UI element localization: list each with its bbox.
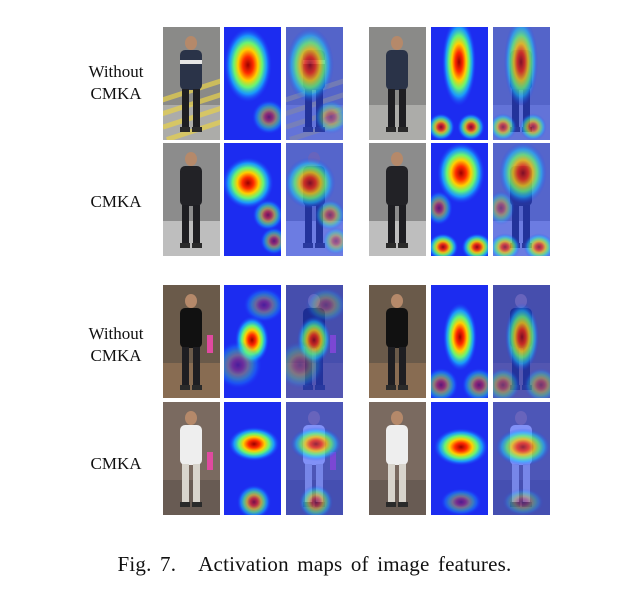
figure-caption: Fig. 7. Activation maps of image features… — [0, 552, 629, 577]
activation-overlay — [286, 285, 343, 398]
figure-number: Fig. 7. — [117, 552, 177, 576]
person-photo-image — [163, 402, 220, 515]
activation-heatmap — [224, 402, 281, 515]
heatmap-image — [431, 285, 488, 398]
heatmap-image — [286, 285, 343, 398]
row-label-without-cmka-bottom: Without CMKA — [72, 323, 160, 367]
person-photo — [369, 285, 426, 398]
activation-overlay — [493, 27, 550, 140]
activation-overlay — [286, 27, 343, 140]
heatmap-image — [493, 27, 550, 140]
activation-overlay — [493, 402, 550, 515]
row-label-cmka-top: CMKA — [90, 192, 142, 211]
heatmap-image — [493, 285, 550, 398]
person-photo-image — [163, 285, 220, 398]
activation-heatmap — [431, 402, 488, 515]
activation-overlay — [493, 143, 550, 256]
activation-heatmap — [431, 285, 488, 398]
heatmap-image — [286, 143, 343, 256]
person-photo — [369, 402, 426, 515]
person-photo — [163, 143, 220, 256]
person-photo — [369, 27, 426, 140]
activation-overlay — [286, 143, 343, 256]
activation-heatmap — [431, 143, 488, 256]
heatmap-image — [431, 402, 488, 515]
heatmap-image — [286, 402, 343, 515]
person-photo — [163, 27, 220, 140]
heatmap-image — [493, 402, 550, 515]
person-photo — [163, 285, 220, 398]
activation-overlay — [493, 285, 550, 398]
heatmap-image — [224, 143, 281, 256]
person-photo — [163, 402, 220, 515]
heatmap-image — [493, 143, 550, 256]
person-photo-image — [163, 143, 220, 256]
person-photo-image — [369, 285, 426, 398]
heatmap-image — [224, 285, 281, 398]
heatmap-image — [431, 27, 488, 140]
figure-caption-text: Activation maps of image features. — [198, 552, 512, 576]
activation-overlay — [286, 402, 343, 515]
row-label-line: Without — [88, 324, 144, 343]
row-label-line: CMKA — [90, 346, 142, 365]
person-photo-image — [163, 27, 220, 140]
row-label-line: Without — [88, 62, 144, 81]
row-label-without-cmka-top: Without CMKA — [72, 61, 160, 105]
person-photo-image — [369, 143, 426, 256]
heatmap-image — [286, 27, 343, 140]
heatmap-image — [431, 143, 488, 256]
activation-heatmap — [431, 27, 488, 140]
activation-heatmap — [224, 285, 281, 398]
heatmap-image — [224, 27, 281, 140]
person-photo — [369, 143, 426, 256]
activation-heatmap — [224, 27, 281, 140]
row-label-cmka-bottom: CMKA — [90, 454, 142, 473]
activation-heatmap — [224, 143, 281, 256]
person-photo-image — [369, 27, 426, 140]
person-photo-image — [369, 402, 426, 515]
row-label-line: CMKA — [90, 84, 142, 103]
heatmap-image — [224, 402, 281, 515]
